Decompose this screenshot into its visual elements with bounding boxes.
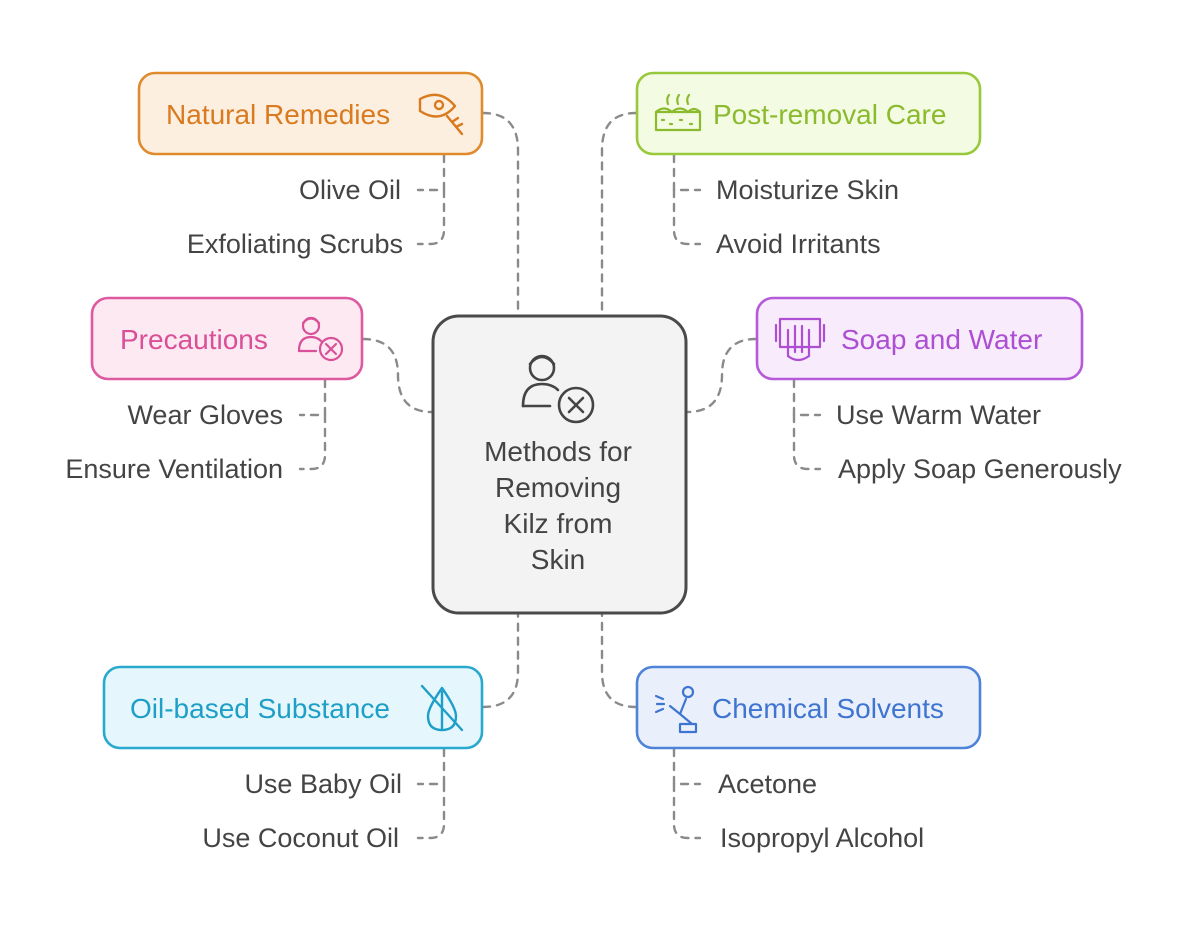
item-moisturize-skin: Moisturize Skin — [716, 175, 899, 205]
soap-and-water-box — [755, 296, 1084, 381]
chemical-solvents-box — [635, 665, 982, 750]
item-avoid-irritants: Avoid Irritants — [716, 229, 881, 259]
connector-soap-and-water — [685, 337, 758, 414]
category-chemical-solvents: Chemical Solvents Acetone Isopropyl Alco… — [635, 665, 982, 853]
oil-drop-off-icon — [420, 684, 464, 732]
connector-chemical-solvents — [600, 612, 638, 709]
connector-post-removal-care — [600, 111, 638, 318]
connector-wear-gloves — [298, 378, 327, 417]
connector-acetone — [672, 747, 702, 786]
category-soap-and-water: Soap and Water Use Warm Water Apply Soap… — [755, 296, 1122, 484]
person-cancel-icon — [521, 354, 595, 424]
connector-precautions — [361, 337, 434, 414]
connector-olive-oil — [416, 153, 446, 192]
category-natural-remedies: Natural Remedies Olive Oil Exfoliating S… — [137, 71, 484, 259]
connector-natural-remedies — [481, 111, 520, 318]
connector-oil-based-substance — [481, 612, 520, 709]
connector-apply-soap — [792, 413, 822, 471]
category-precautions: Precautions Wear Gloves Ensure Ventilati… — [65, 296, 364, 484]
item-wear-gloves: Wear Gloves — [127, 400, 283, 430]
item-acetone: Acetone — [718, 769, 817, 799]
soap-and-water-label: Soap and Water — [841, 324, 1042, 355]
hand-wash-icon — [774, 317, 826, 362]
connector-moisturize-skin — [672, 153, 702, 192]
center-connectors — [361, 111, 758, 709]
center-title-line-1: Methods for — [484, 436, 632, 467]
connector-use-baby-oil — [416, 747, 446, 786]
leaf-eye-icon — [418, 93, 464, 136]
natural-remedies-box — [137, 71, 484, 156]
person-cancel-icon — [297, 316, 344, 362]
item-isopropyl-alcohol: Isopropyl Alcohol — [720, 823, 924, 853]
skin-layers-icon — [654, 93, 702, 132]
item-use-coconut-oil: Use Coconut Oil — [202, 823, 399, 853]
natural-remedies-label: Natural Remedies — [166, 99, 390, 130]
item-olive-oil: Olive Oil — [299, 175, 401, 205]
item-use-warm-water: Use Warm Water — [836, 400, 1041, 430]
category-oil-based-substance: Oil-based Substance Use Baby Oil Use Coc… — [102, 665, 484, 853]
connector-exfoliating-scrubs — [416, 188, 446, 246]
connector-use-coconut-oil — [416, 782, 446, 840]
connector-isopropyl-alcohol — [672, 782, 702, 840]
item-connectors — [298, 153, 822, 840]
oil-based-substance-label: Oil-based Substance — [130, 693, 390, 724]
precautions-box — [90, 296, 364, 381]
center-box — [431, 314, 688, 615]
item-ensure-ventilation: Ensure Ventilation — [65, 454, 283, 484]
oil-based-substance-box — [102, 665, 484, 750]
center-title-line-2: Removing — [495, 472, 621, 503]
chemical-solvents-label: Chemical Solvents — [712, 693, 944, 724]
post-removal-care-box — [635, 71, 982, 156]
connector-use-warm-water — [792, 378, 822, 417]
category-post-removal-care: Post-removal Care Moisturize Skin Avoid … — [635, 71, 982, 259]
post-removal-care-label: Post-removal Care — [713, 99, 946, 130]
center-node: Methods for Removing Kilz from Skin — [431, 314, 688, 615]
item-use-baby-oil: Use Baby Oil — [244, 769, 402, 799]
connector-ensure-ventilation — [298, 413, 327, 471]
precautions-label: Precautions — [120, 324, 268, 355]
center-title-line-3: Kilz from — [504, 508, 613, 539]
spray-person-icon — [654, 685, 698, 734]
center-title-line-4: Skin — [531, 544, 585, 575]
item-apply-soap-generously: Apply Soap Generously — [838, 454, 1122, 484]
item-exfoliating-scrubs: Exfoliating Scrubs — [187, 229, 403, 259]
connector-avoid-irritants — [672, 188, 702, 246]
